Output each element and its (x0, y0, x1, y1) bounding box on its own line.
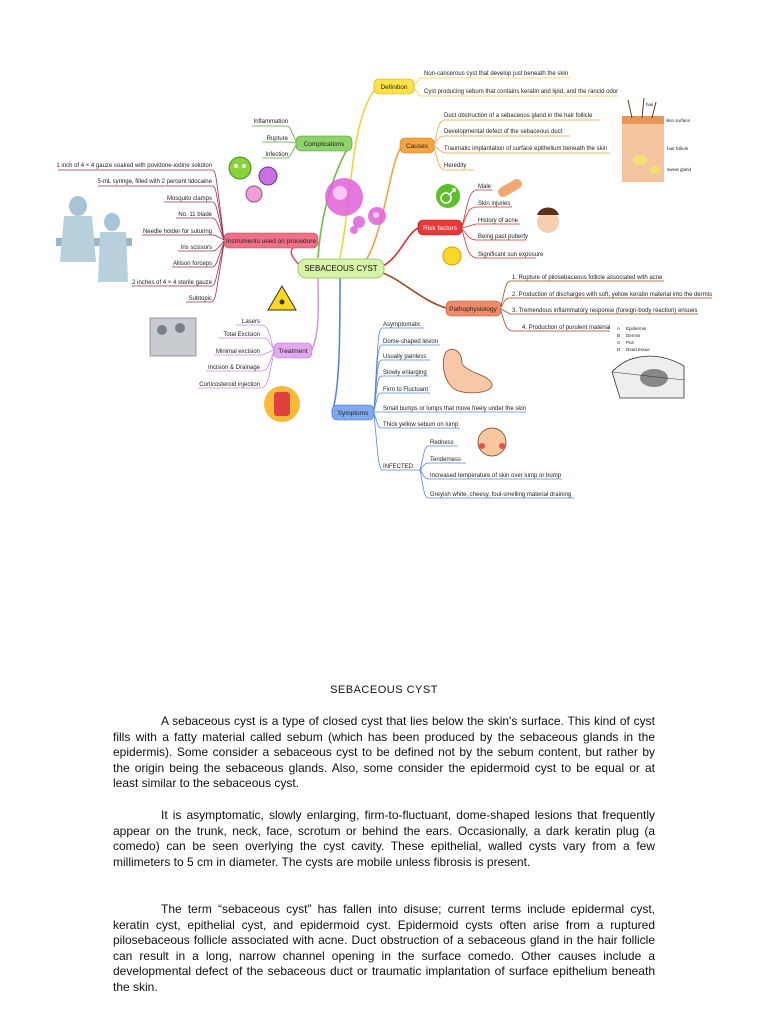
risk-factors-label: Risk factors (423, 225, 458, 232)
treatment-item: Minimal excision (216, 349, 260, 355)
surgeons-illustration (56, 196, 132, 282)
legend-text: Epidermis (626, 326, 647, 331)
document-title: SEBACEOUS CYST (330, 684, 438, 696)
surgery-photo (149, 317, 197, 357)
central-topic-label: SEBACEOUS CYST (304, 264, 377, 273)
skin-label: sweat gland (667, 167, 692, 172)
causes-item: Developmental defect of the sebaceous du… (444, 129, 563, 135)
patho-item: 2. Production of discharges with soft, y… (512, 292, 712, 298)
definition-label: Definition (380, 84, 407, 91)
branch-risk-factors: Risk factors Male Skin injuries History … (417, 178, 559, 266)
instrument-item: No. 11 blade (178, 212, 212, 218)
symptom-item: Firm to Fluctuant (383, 387, 428, 393)
sun-icon (442, 246, 462, 266)
infected-item: Tenderness (430, 457, 461, 463)
instrument-item: Allison forceps (173, 261, 212, 267)
skin-label: hair follicle (667, 146, 689, 151)
branch-instruments: Instruments used on procedure 1 inch of … (56, 163, 319, 303)
branch-symptoms: Symptoms Asymptomatic Dome-shaped lesion… (331, 322, 574, 499)
cells-illustration (325, 178, 386, 234)
patho-item: 1. Rupture of pilosebaceous follicle ass… (512, 275, 663, 281)
branch-definition: Definition Non-cancerous cyst that devel… (373, 71, 618, 97)
skin-anatomy-illustration: hair skin surface hair follicle sweat gl… (622, 97, 692, 182)
foot-icon (442, 348, 493, 394)
complication-item: Rupture (267, 136, 289, 142)
central-topic: SEBACEOUS CYST (297, 258, 385, 279)
patho-item: 3. Tremendous inflammatory response (for… (512, 308, 697, 314)
risk-item: Skin injuries (478, 201, 510, 207)
instruments-label: Instruments used on procedure (226, 238, 316, 245)
symptom-item: Slowly enlarging (383, 370, 427, 376)
paragraph: A sebaceous cyst is a type of closed cys… (113, 714, 655, 791)
legend-text: Pus (626, 340, 635, 345)
germ-icon (258, 166, 278, 186)
instrument-item: 1 inch of 4 × 4 gauze soaked with povido… (56, 163, 212, 169)
laser-warning-icon (267, 285, 297, 311)
legend-letter: A (617, 326, 620, 331)
branch-causes: Causes Duct obstruction of a sebaceous g… (399, 113, 610, 171)
legend-text: Dermis (626, 333, 641, 338)
treatment-label: Treatment (278, 348, 308, 355)
symptom-item: Thick yellow sebum on lump (383, 422, 459, 428)
treatment-item: Lasers (242, 319, 260, 325)
paragraph: The term “sebaceous cyst” has fallen int… (113, 902, 655, 994)
branch-pathophysiology: Pathophysiology 1. Rupture of pilosebace… (445, 275, 712, 332)
germ-icon (245, 185, 263, 203)
causes-item: Traumatic implantation of surface epithe… (444, 146, 607, 152)
risk-item: Being past puberty (478, 234, 528, 240)
instrument-item: 5-mL syringe, filled with 2 percent lido… (97, 179, 212, 185)
symptom-item: Usually painless (383, 354, 426, 360)
cyst-cross-section-illustration: A Epidermis B Dermis C Pus D Dead tissue (611, 326, 685, 399)
patho-item: 4. Production of purulent material (522, 325, 610, 331)
risk-item: Male (478, 184, 492, 190)
complication-item: Inflammation (254, 119, 288, 125)
treatment-item: Total Excision (223, 332, 260, 338)
instrument-item: Iris scissors (181, 245, 212, 251)
germ-icon (228, 156, 252, 180)
acne-face-icon (537, 211, 559, 233)
pathophysiology-label: Pathophysiology (449, 306, 497, 313)
symptom-item: Dome-shaped lesion (383, 339, 438, 345)
symptom-item: Small bumps or lumps that move freely un… (383, 406, 526, 412)
definition-item: Non-cancerous cyst that develop just ben… (424, 71, 568, 77)
skin-label: hair (646, 102, 654, 107)
legend-letter: B (617, 333, 620, 338)
causes-label: Causes (406, 143, 429, 150)
risk-item: History of acne (478, 218, 519, 224)
branch-complications: Complications Inflammation Rupture Infec… (228, 119, 353, 203)
instrument-item: Mosquito clamps (167, 196, 212, 202)
instrument-item: 2 inches of 4 × 4 sterile gauze (132, 280, 213, 286)
risk-item: Significant sun exposure (478, 252, 544, 258)
instrument-item: Needle holder for suturing (143, 229, 212, 235)
causes-item: Heredity (444, 163, 466, 169)
mind-map: SEBACEOUS CYST Definition Non-cancerous … (56, 71, 712, 499)
sick-face-icon (477, 427, 507, 457)
legend-letter: D (617, 347, 621, 352)
bandage-icon (498, 178, 522, 197)
treatment-item: Incision & Drainage (208, 365, 261, 371)
skin-label: skin surface (666, 118, 691, 123)
branch-treatment: Treatment Lasers Total Excision Minimal … (149, 285, 313, 422)
legend-text: Dead tissue (626, 347, 650, 352)
complication-item: Infection (265, 152, 288, 158)
symptom-item: Asymptomatic (383, 322, 421, 328)
infected-label: INFECTED: (383, 464, 415, 470)
paragraph: It is asymptomatic, slowly enlarging, fi… (113, 808, 655, 869)
complications-label: Complications (304, 141, 346, 148)
infected-item: Redness (430, 440, 454, 446)
legend-letter: C (617, 340, 621, 345)
symptoms-label: Symptoms (338, 410, 369, 417)
infected-item: Greyish white, cheesy, foul-smelling mat… (430, 492, 571, 498)
instrument-item: Subtopic (189, 296, 212, 302)
treatment-item: Corticosteroid injection (199, 382, 260, 388)
infected-item: Increased temperature of skin over lump … (430, 473, 562, 479)
definition-item: Cyst producing sebum that contains kerat… (424, 89, 618, 95)
causes-item: Duct obstruction of a sebaceous gland in… (444, 113, 593, 119)
male-symbol-icon (440, 192, 452, 204)
